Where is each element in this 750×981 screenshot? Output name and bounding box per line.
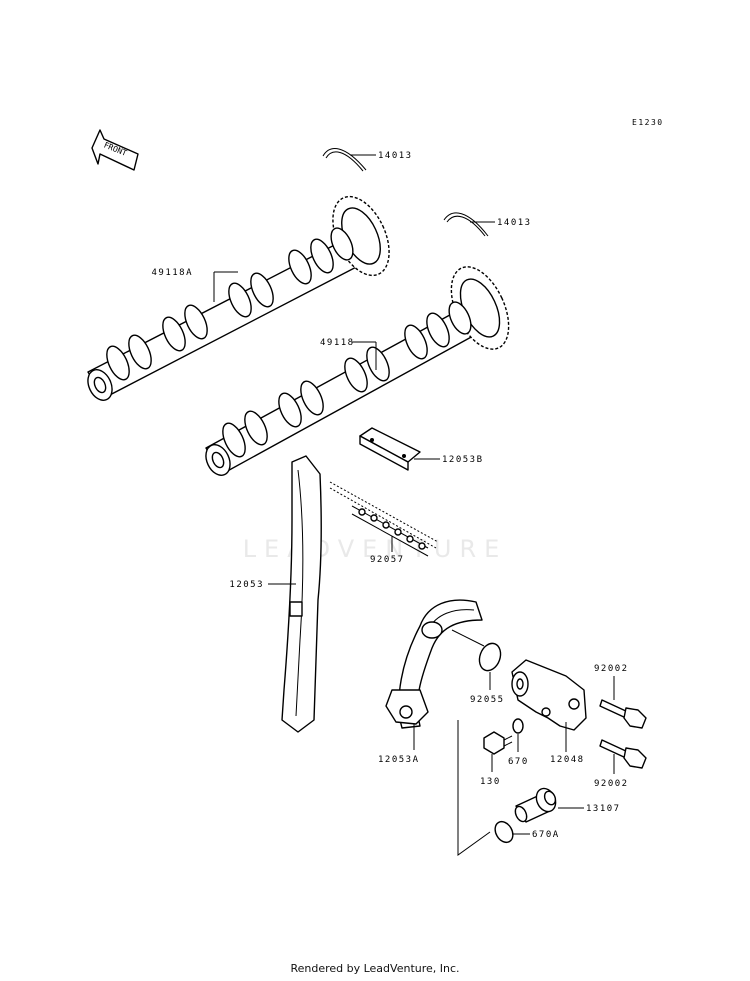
- o-ring-92055[interactable]: [476, 640, 504, 673]
- ref-code: E1230: [632, 118, 664, 127]
- part-label-14013-top[interactable]: 14013: [378, 151, 413, 161]
- part-label-13107[interactable]: 13107: [586, 804, 621, 814]
- bolt-130[interactable]: [483, 731, 513, 755]
- tensioner-12048[interactable]: [511, 659, 587, 731]
- part-label-12048[interactable]: 12048: [550, 755, 585, 765]
- retaining-ring-14013-right[interactable]: [443, 212, 489, 237]
- part-label-92057[interactable]: 92057: [370, 555, 405, 565]
- camshaft-49118[interactable]: [201, 258, 520, 479]
- camshaft-49118A[interactable]: [83, 188, 400, 404]
- watermark-text: LEADVENTURE: [243, 535, 508, 563]
- part-label-49118A[interactable]: 49118A: [151, 268, 193, 278]
- plunger-13107[interactable]: [513, 785, 559, 823]
- footer-credit: Rendered by LeadVenture, Inc.: [290, 962, 460, 975]
- chain-guide-12053[interactable]: [281, 455, 323, 733]
- part-label-12053B[interactable]: 12053B: [442, 455, 484, 465]
- chain-guide-12053B[interactable]: [359, 427, 421, 471]
- part-label-670A[interactable]: 670A: [532, 830, 560, 840]
- retaining-ring-14013-top[interactable]: [322, 148, 367, 172]
- tensioner-guide-12053A[interactable]: [385, 599, 483, 729]
- front-arrow-icon: FRONT: [91, 129, 139, 171]
- part-label-12053A[interactable]: 12053A: [378, 755, 420, 765]
- part-label-92002-top[interactable]: 92002: [594, 664, 629, 674]
- o-ring-670[interactable]: [512, 718, 524, 734]
- part-label-49118[interactable]: 49118: [320, 338, 355, 348]
- part-label-92002-bottom[interactable]: 92002: [594, 779, 629, 789]
- bolt-92002-bottom[interactable]: [599, 739, 647, 769]
- part-label-12053[interactable]: 12053: [229, 580, 264, 590]
- o-ring-670A[interactable]: [492, 818, 517, 845]
- part-label-14013-right[interactable]: 14013: [497, 218, 532, 228]
- bolt-92002-top[interactable]: [599, 699, 647, 729]
- part-label-130[interactable]: 130: [480, 777, 501, 787]
- part-label-670[interactable]: 670: [508, 757, 529, 767]
- cam-chain-92057[interactable]: [329, 481, 439, 557]
- leader-92055-top: [451, 629, 485, 647]
- part-label-92055[interactable]: 92055: [470, 695, 505, 705]
- leader-arm-to-670A: [457, 720, 491, 856]
